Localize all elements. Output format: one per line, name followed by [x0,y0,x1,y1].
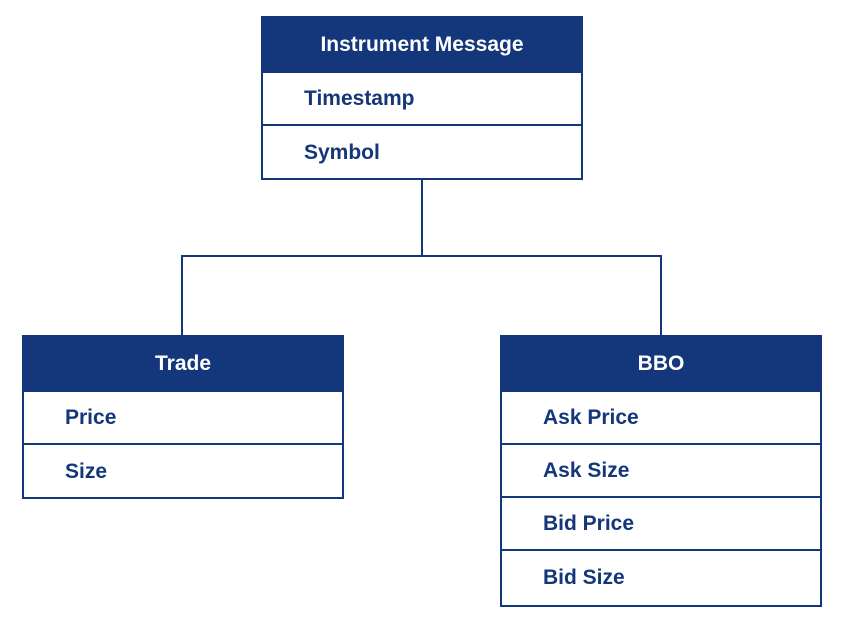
trade-class-box: Trade Price Size [22,335,344,499]
trade-field-price: Price [24,392,342,445]
instrument-message-field-symbol: Symbol [304,140,380,164]
bbo-field-ask-size: Ask Size [502,445,820,498]
instrument-message-field-timestamp: Timestamp [263,73,581,126]
instrument-message-class-box: Instrument Message Timestamp Symbol [261,16,583,180]
bbo-field-bid-price: Bid Price [502,498,820,551]
bbo-field-bid-size: Bid Size [543,565,625,589]
trade-field-size: Size [65,459,108,483]
bbo-title: BBO [502,337,820,392]
bbo-class-box: BBO Ask Price Ask Size Bid Price Bid Siz… [500,335,822,607]
trade-title: Trade [24,337,342,392]
bbo-field-ask-price: Ask Price [502,392,820,445]
instrument-message-title: Instrument Message [263,18,581,73]
